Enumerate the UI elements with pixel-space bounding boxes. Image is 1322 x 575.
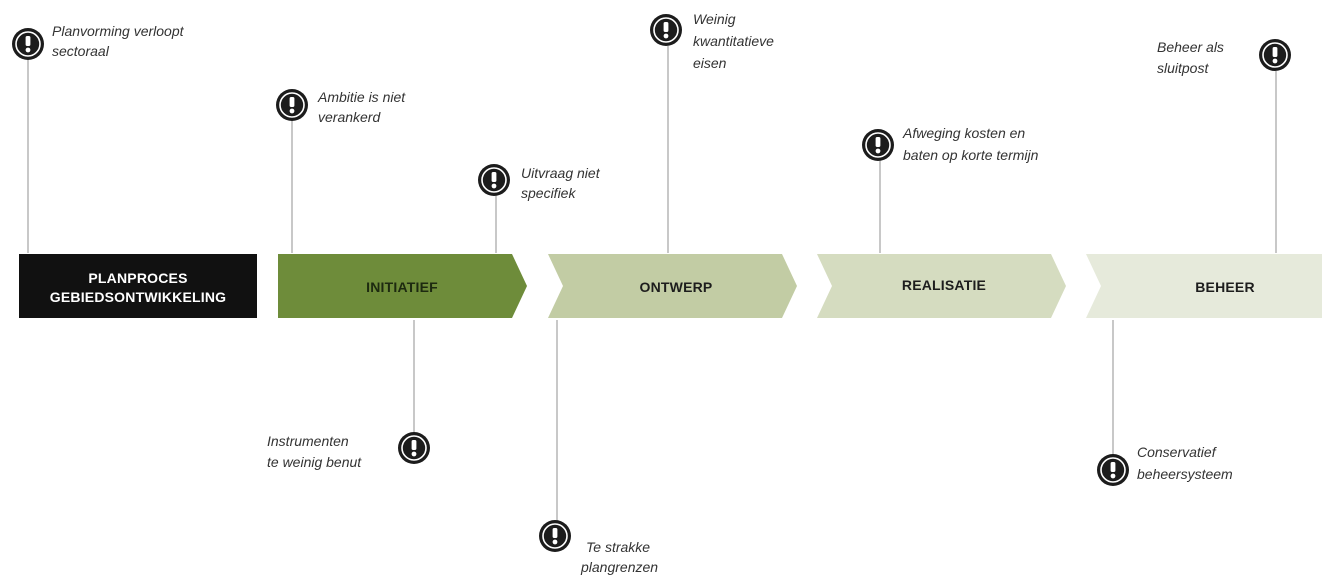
- svg-text:Beheer als sluitpost: Beheer als sluitpost: [1157, 39, 1228, 76]
- stage-ontwerp-shape: [548, 254, 797, 318]
- svg-text:Instrumenten te weinig b: Instrumenten te weinig benut: [267, 433, 362, 470]
- connectors: [27, 46, 1277, 521]
- stage-realisatie: REALISATIE: [817, 254, 1066, 318]
- note-text-line: kwantitatieve: [693, 33, 774, 49]
- note-strakke: Te strakke plangrenzen: [539, 520, 658, 575]
- svg-text:Te strakke plangrenzen: Te strakke plangrenzen: [580, 539, 658, 575]
- note-ambitie: Ambitie is niet verankerd: [276, 89, 409, 125]
- warning-icon: [862, 129, 894, 161]
- note-text-line: plangrenzen: [580, 559, 658, 575]
- note-weinig: Weinig kwantitatieve eisen: [650, 11, 778, 71]
- note-text-line: Ambitie is niet: [317, 89, 406, 105]
- note-text-line: sluitpost: [1157, 60, 1209, 76]
- note-text-line: sectoraal: [52, 43, 110, 59]
- warning-icon: [650, 14, 682, 46]
- note-text-line: Weinig: [693, 11, 736, 27]
- title-box: PLANPROCES GEBIEDSONTWIKKELING: [19, 254, 257, 318]
- svg-text:Afweging kosten en baten: Afweging kosten en baten op korte termij…: [902, 125, 1039, 163]
- warning-icon: [539, 520, 571, 552]
- note-conservatief: Conservatief beheersysteem: [1097, 444, 1233, 486]
- note-text-line: verankerd: [318, 109, 381, 125]
- note-text-line: Conservatief: [1137, 444, 1218, 460]
- warning-icon: [478, 164, 510, 196]
- stage-initiatief-shape: [278, 254, 527, 318]
- svg-text:Weinig kwantitatieve: Weinig kwantitatieve eisen: [693, 11, 778, 71]
- title-line-2: GEBIEDSONTWIKKELING: [50, 289, 226, 305]
- note-text-line: Instrumenten: [267, 433, 349, 449]
- note-instrumenten: Instrumenten te weinig benut: [267, 432, 430, 470]
- note-text-line: specifiek: [521, 185, 576, 201]
- stage-initiatief-label: INITIATIEF: [366, 279, 438, 295]
- note-beheer-sluitpost: Beheer als sluitpost: [1157, 39, 1291, 76]
- note-text-line: eisen: [693, 55, 727, 71]
- svg-text:Conservatief beheersyste: Conservatief beheersysteem: [1137, 444, 1233, 482]
- stage-ontwerp: ONTWERP: [548, 254, 797, 318]
- note-afweging: Afweging kosten en baten op korte termij…: [862, 125, 1039, 163]
- svg-text:Planvorming verloopt sec: Planvorming verloopt sectoraal: [52, 23, 187, 59]
- note-text-line: Te strakke: [586, 539, 650, 555]
- note-uitvraag: Uitvraag niet specifiek: [478, 164, 603, 201]
- note-text-line: Planvorming verloopt: [52, 23, 185, 39]
- note-text-line: te weinig benut: [267, 454, 362, 470]
- note-text-line: baten op korte termijn: [903, 147, 1039, 163]
- stage-initiatief: INITIATIEF: [278, 254, 527, 318]
- stage-beheer-shape: [1086, 254, 1322, 318]
- stage-ontwerp-label: ONTWERP: [640, 279, 713, 295]
- title-box-background: [19, 254, 257, 318]
- note-text-line: beheersysteem: [1137, 466, 1233, 482]
- warning-icon: [1097, 454, 1129, 486]
- svg-text:Ambitie is niet veranker: Ambitie is niet verankerd: [317, 89, 409, 125]
- stage-realisatie-shape: [817, 254, 1066, 318]
- note-text-line: Uitvraag niet: [521, 165, 601, 181]
- note-planvorming: Planvorming verloopt sectoraal: [12, 23, 187, 60]
- warning-icon: [276, 89, 308, 121]
- svg-text:Uitvraag niet specifiek: Uitvraag niet specifiek: [521, 165, 603, 201]
- stage-realisatie-label: REALISATIE: [902, 277, 986, 293]
- note-text-line: Afweging kosten en: [902, 125, 1025, 141]
- title-line-1: PLANPROCES: [88, 270, 187, 286]
- note-text-line: Beheer als: [1157, 39, 1224, 55]
- warning-icon: [12, 28, 44, 60]
- warning-icon: [1259, 39, 1291, 71]
- stage-beheer-label: BEHEER: [1195, 279, 1255, 295]
- stage-beheer: BEHEER: [1086, 254, 1322, 318]
- warning-icon: [398, 432, 430, 464]
